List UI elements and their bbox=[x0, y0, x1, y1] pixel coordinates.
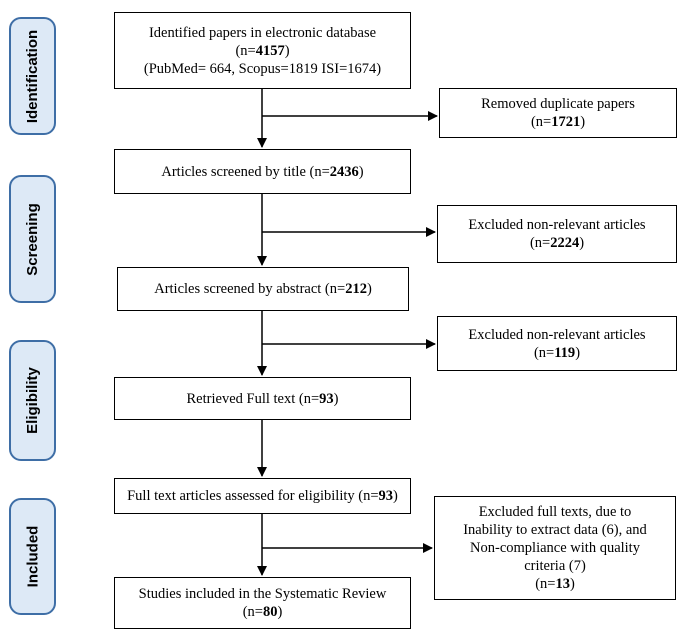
screened-by-title-text: Articles screened by title (n=2436) bbox=[161, 163, 364, 180]
studies-included-text: Studies included in the Systematic Revie… bbox=[138, 586, 387, 602]
excluded-full-texts-line4: criteria (7) bbox=[524, 558, 586, 574]
stage-included: Included bbox=[9, 498, 56, 615]
excluded-by-title-count: (n=2224) bbox=[529, 235, 585, 251]
stage-screening-label: Screening bbox=[24, 202, 41, 276]
removed-duplicates-text: Removed duplicate papers bbox=[481, 96, 635, 112]
screened-by-abstract-text: Articles screened by abstract (n=212) bbox=[154, 281, 372, 297]
stage-eligibility-label: Eligibility bbox=[24, 367, 41, 434]
assessed-eligibility-text: Full text articles assessed for eligibil… bbox=[127, 488, 398, 504]
excluded-full-texts-count: (n=13) bbox=[535, 576, 575, 592]
excluded-full-texts-line3: Non-compliance with quality bbox=[470, 540, 640, 556]
excluded-by-abstract-text: Excluded non-relevant articles bbox=[468, 326, 646, 343]
stage-identification: Identification bbox=[9, 17, 56, 135]
identified-papers-box: Identified papers in electronic database… bbox=[114, 12, 411, 89]
stage-included-label: Included bbox=[24, 525, 42, 588]
excluded-by-title-box: Excluded non-relevant articles (n=2224) bbox=[437, 205, 677, 263]
identified-papers-sources: (PubMed= 664, Scopus=1819 ISI=1674) bbox=[143, 60, 382, 77]
screened-by-abstract-box: Articles screened by abstract (n=212) bbox=[117, 267, 409, 311]
identified-papers-count: (n=4157) bbox=[235, 42, 290, 59]
excluded-full-texts-line1: Excluded full texts, due to bbox=[478, 504, 632, 520]
identified-papers-text: Identified papers in electronic database bbox=[148, 24, 377, 41]
removed-duplicates-box: Removed duplicate papers (n=1721) bbox=[439, 88, 677, 138]
screened-by-title-box: Articles screened by title (n=2436) bbox=[114, 149, 411, 194]
stage-screening: Screening bbox=[9, 175, 56, 303]
stage-eligibility: Eligibility bbox=[9, 340, 56, 461]
studies-included-box: Studies included in the Systematic Revie… bbox=[114, 577, 411, 629]
studies-included-count: (n=80) bbox=[242, 604, 283, 620]
excluded-by-title-text: Excluded non-relevant articles bbox=[468, 217, 646, 233]
assessed-eligibility-box: Full text articles assessed for eligibil… bbox=[114, 478, 411, 514]
excluded-full-texts-box: Excluded full texts, due to Inability to… bbox=[434, 496, 676, 600]
excluded-by-abstract-box: Excluded non-relevant articles (n=119) bbox=[437, 316, 677, 371]
excluded-full-texts-line2: Inability to extract data (6), and bbox=[463, 522, 647, 538]
retrieved-full-text-box: Retrieved Full text (n=93) bbox=[114, 377, 411, 420]
stage-identification-label: Identification bbox=[24, 29, 41, 123]
retrieved-full-text-text: Retrieved Full text (n=93) bbox=[186, 390, 339, 407]
removed-duplicates-count: (n=1721) bbox=[530, 114, 586, 130]
excluded-by-abstract-count: (n=119) bbox=[533, 344, 581, 361]
